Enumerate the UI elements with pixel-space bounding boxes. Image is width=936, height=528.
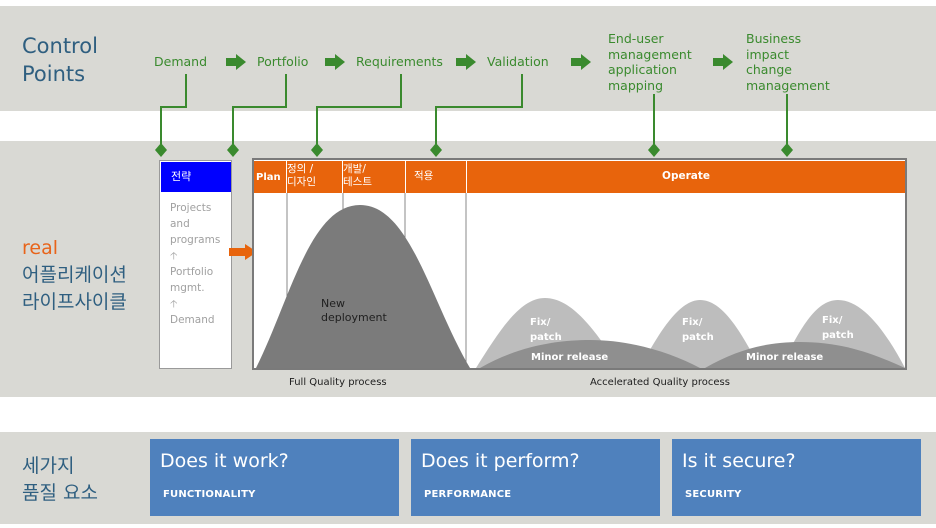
strategy-item: mgmt.	[170, 282, 205, 294]
fix-patch-line1: Fix/	[530, 317, 551, 328]
fix-patch-label: Fix/ patch	[530, 315, 562, 345]
lifecycle-title: real 어플리케이션 라이프사이클	[22, 235, 127, 316]
new-deployment-curve	[256, 205, 470, 368]
strategy-items: Projects and programs 🡡 Portfolio mgmt. …	[170, 200, 220, 328]
step-business-line3: change	[746, 62, 793, 77]
step-end-user-line3: application	[608, 62, 677, 77]
step-validation-label: Validation	[487, 54, 549, 69]
strategy-item: Portfolio	[170, 266, 214, 278]
quality-title-line1: 세가지	[22, 455, 75, 477]
arrow-right-icon	[713, 54, 733, 70]
new-deployment-label: New deployment	[321, 297, 387, 325]
phase-define-design: 정의 / 디자인	[287, 161, 342, 193]
quality-card-category: SECURITY	[685, 489, 742, 500]
strategy-header: 전략	[161, 162, 231, 192]
step-demand: Demand	[154, 54, 207, 70]
new-deployment-line2: deployment	[321, 311, 387, 324]
minor-release-curve	[705, 342, 905, 368]
quality-card-question: Is it secure?	[682, 450, 796, 472]
step-requirements: Requirements	[356, 54, 443, 70]
phase-operate: Operate	[467, 161, 905, 193]
phase-dev-line1: 개발/	[343, 163, 366, 175]
step-validation: Validation	[487, 54, 549, 70]
lifecycle-title-real: real	[22, 237, 59, 259]
lifecycle-curves	[256, 193, 905, 368]
diamond-marker-icon	[648, 143, 660, 157]
accelerated-quality-caption: Accelerated Quality process	[590, 377, 730, 388]
control-point-connectors	[155, 74, 793, 157]
quality-card-question: Does it work?	[160, 450, 289, 472]
step-demand-label: Demand	[154, 54, 208, 69]
phase-apply: 적용	[406, 161, 466, 193]
arrow-up-icon: 🡡	[170, 298, 178, 310]
step-business-impact: Business impact change management	[746, 31, 830, 93]
lifecycle-title-line3: 라이프사이클	[22, 291, 127, 313]
diamond-marker-icon	[781, 143, 793, 157]
quality-card-question: Does it perform?	[421, 450, 580, 472]
phase-dev-test: 개발/ 테스트	[343, 161, 405, 193]
strategy-item: Demand	[170, 314, 215, 326]
quality-card-performance: Does it perform? PERFORMANCE	[411, 439, 660, 516]
quality-card-category: PERFORMANCE	[424, 489, 512, 500]
fix-patch-line2: patch	[822, 330, 854, 341]
step-portfolio-label: Portfolio	[257, 54, 309, 69]
step-business-line4: management	[746, 77, 830, 93]
fix-patch-line1: Fix/	[822, 315, 843, 326]
strategy-header-label: 전략	[171, 170, 192, 183]
diamond-marker-icon	[155, 143, 167, 157]
step-end-user-line1: End-user	[608, 31, 664, 46]
arrow-up-icon: 🡡	[170, 250, 178, 262]
minor-release-label: Minor release	[531, 352, 609, 363]
step-end-user-line2: management	[608, 46, 692, 62]
phase-define-line2: 디자인	[287, 176, 316, 188]
phase-plan: Plan	[254, 161, 286, 193]
step-requirements-label: Requirements	[356, 54, 443, 69]
phase-define-line1: 정의 /	[287, 163, 314, 175]
diamond-marker-icon	[227, 143, 239, 157]
quality-title: 세가지 품질 요소	[22, 453, 98, 507]
phase-plan-label: Plan	[256, 172, 281, 183]
arrow-right-icon	[456, 54, 476, 70]
fix-patch-label: Fix/ patch	[822, 313, 854, 343]
arrow-right-icon	[325, 54, 345, 70]
diamond-marker-icon	[430, 143, 442, 157]
quality-card-security: Is it secure? SECURITY	[672, 439, 921, 516]
quality-card-category: FUNCTIONALITY	[163, 489, 256, 500]
step-end-user-line4: mapping	[608, 77, 664, 93]
control-points-title-line1: Control	[22, 34, 98, 58]
step-end-user-mapping: End-user management application mapping	[608, 31, 692, 93]
quality-title-line2: 품질 요소	[22, 482, 98, 504]
strategy-box	[159, 160, 232, 369]
arrow-right-orange-icon	[229, 244, 257, 260]
quality-card-functionality: Does it work? FUNCTIONALITY	[150, 439, 399, 516]
new-deployment-line1: New	[321, 297, 345, 310]
strategy-item: Projects	[170, 202, 212, 214]
full-quality-caption: Full Quality process	[289, 377, 387, 388]
fix-patch-curve	[640, 300, 760, 368]
phase-operate-label: Operate	[662, 170, 710, 182]
step-business-line1: Business	[746, 31, 802, 46]
phase-dev-line2: 테스트	[343, 176, 372, 188]
control-points-title-line2: Points	[22, 62, 86, 86]
arrow-right-icon	[571, 54, 591, 70]
strategy-item: programs	[170, 234, 221, 246]
step-business-line2: impact	[746, 46, 790, 62]
strategy-item: and	[170, 218, 190, 230]
step-portfolio: Portfolio	[257, 54, 308, 70]
phase-apply-label: 적용	[414, 170, 434, 182]
minor-release-curve	[480, 340, 700, 368]
minor-release-label: Minor release	[746, 352, 824, 363]
fix-patch-line2: patch	[530, 332, 562, 343]
arrow-right-icon	[226, 54, 246, 70]
fix-patch-line1: Fix/	[682, 317, 703, 328]
control-points-title: Control Points	[22, 32, 98, 88]
diamond-marker-icon	[311, 143, 323, 157]
fix-patch-label: Fix/ patch	[682, 315, 714, 345]
lifecycle-title-line2: 어플리케이션	[22, 264, 127, 286]
fix-patch-line2: patch	[682, 332, 714, 343]
